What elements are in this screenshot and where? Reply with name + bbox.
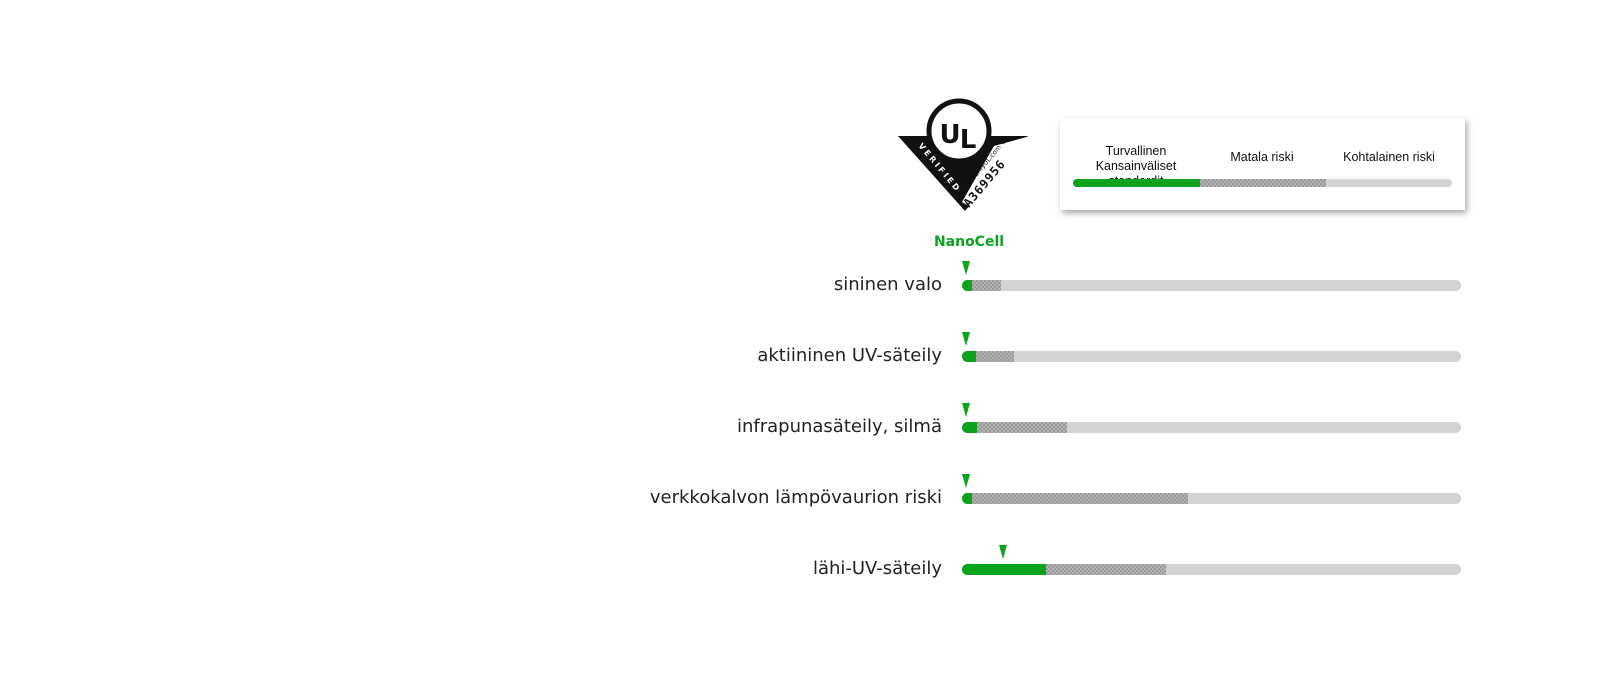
safe-segment bbox=[962, 422, 977, 433]
legend-label-moderate-risk: Kohtalainen riski bbox=[1343, 150, 1435, 164]
svg-text:L: L bbox=[960, 125, 977, 155]
nanocell-marker bbox=[962, 332, 971, 346]
legend-swatch-safe bbox=[1073, 179, 1200, 187]
risk-bar-track bbox=[962, 280, 1461, 291]
low-risk-segment bbox=[1045, 564, 1167, 575]
series-label: NanoCell bbox=[933, 234, 1005, 250]
risk-bar-track bbox=[962, 493, 1461, 504]
low-risk-segment bbox=[976, 422, 1067, 433]
safe-segment bbox=[962, 280, 972, 291]
risk-bar-track bbox=[962, 351, 1461, 362]
category-label: lähi-UV-säteily bbox=[812, 558, 942, 579]
nanocell-marker bbox=[998, 545, 1007, 559]
legend-label-low-risk: Matala riski bbox=[1230, 150, 1294, 164]
svg-text:U: U bbox=[939, 120, 960, 150]
safe-segment bbox=[962, 493, 972, 504]
category-label: verkkokalvon lämpövaurion riski bbox=[649, 487, 942, 508]
nanocell-marker bbox=[962, 403, 971, 417]
category-label: aktiininen UV-säteily bbox=[757, 345, 942, 366]
safe-segment bbox=[962, 564, 1046, 575]
category-label: sininen valo bbox=[833, 274, 942, 295]
nanocell-marker bbox=[962, 261, 971, 275]
legend-swatch-low-risk bbox=[1200, 179, 1326, 187]
legend-scale-bar bbox=[1073, 179, 1452, 187]
ul-verified-logo: U L VERIFIED verifyUL.com ® A369956 bbox=[898, 98, 1030, 211]
risk-bar-track bbox=[962, 422, 1461, 433]
risk-bar-track bbox=[962, 564, 1461, 575]
nanocell-marker bbox=[962, 474, 971, 488]
ul-logo-circle bbox=[926, 98, 992, 164]
low-risk-segment bbox=[971, 280, 1001, 291]
safe-segment bbox=[962, 351, 976, 362]
low-risk-segment bbox=[971, 493, 1189, 504]
category-label: infrapunasäteily, silmä bbox=[736, 416, 942, 437]
low-risk-segment bbox=[975, 351, 1014, 362]
